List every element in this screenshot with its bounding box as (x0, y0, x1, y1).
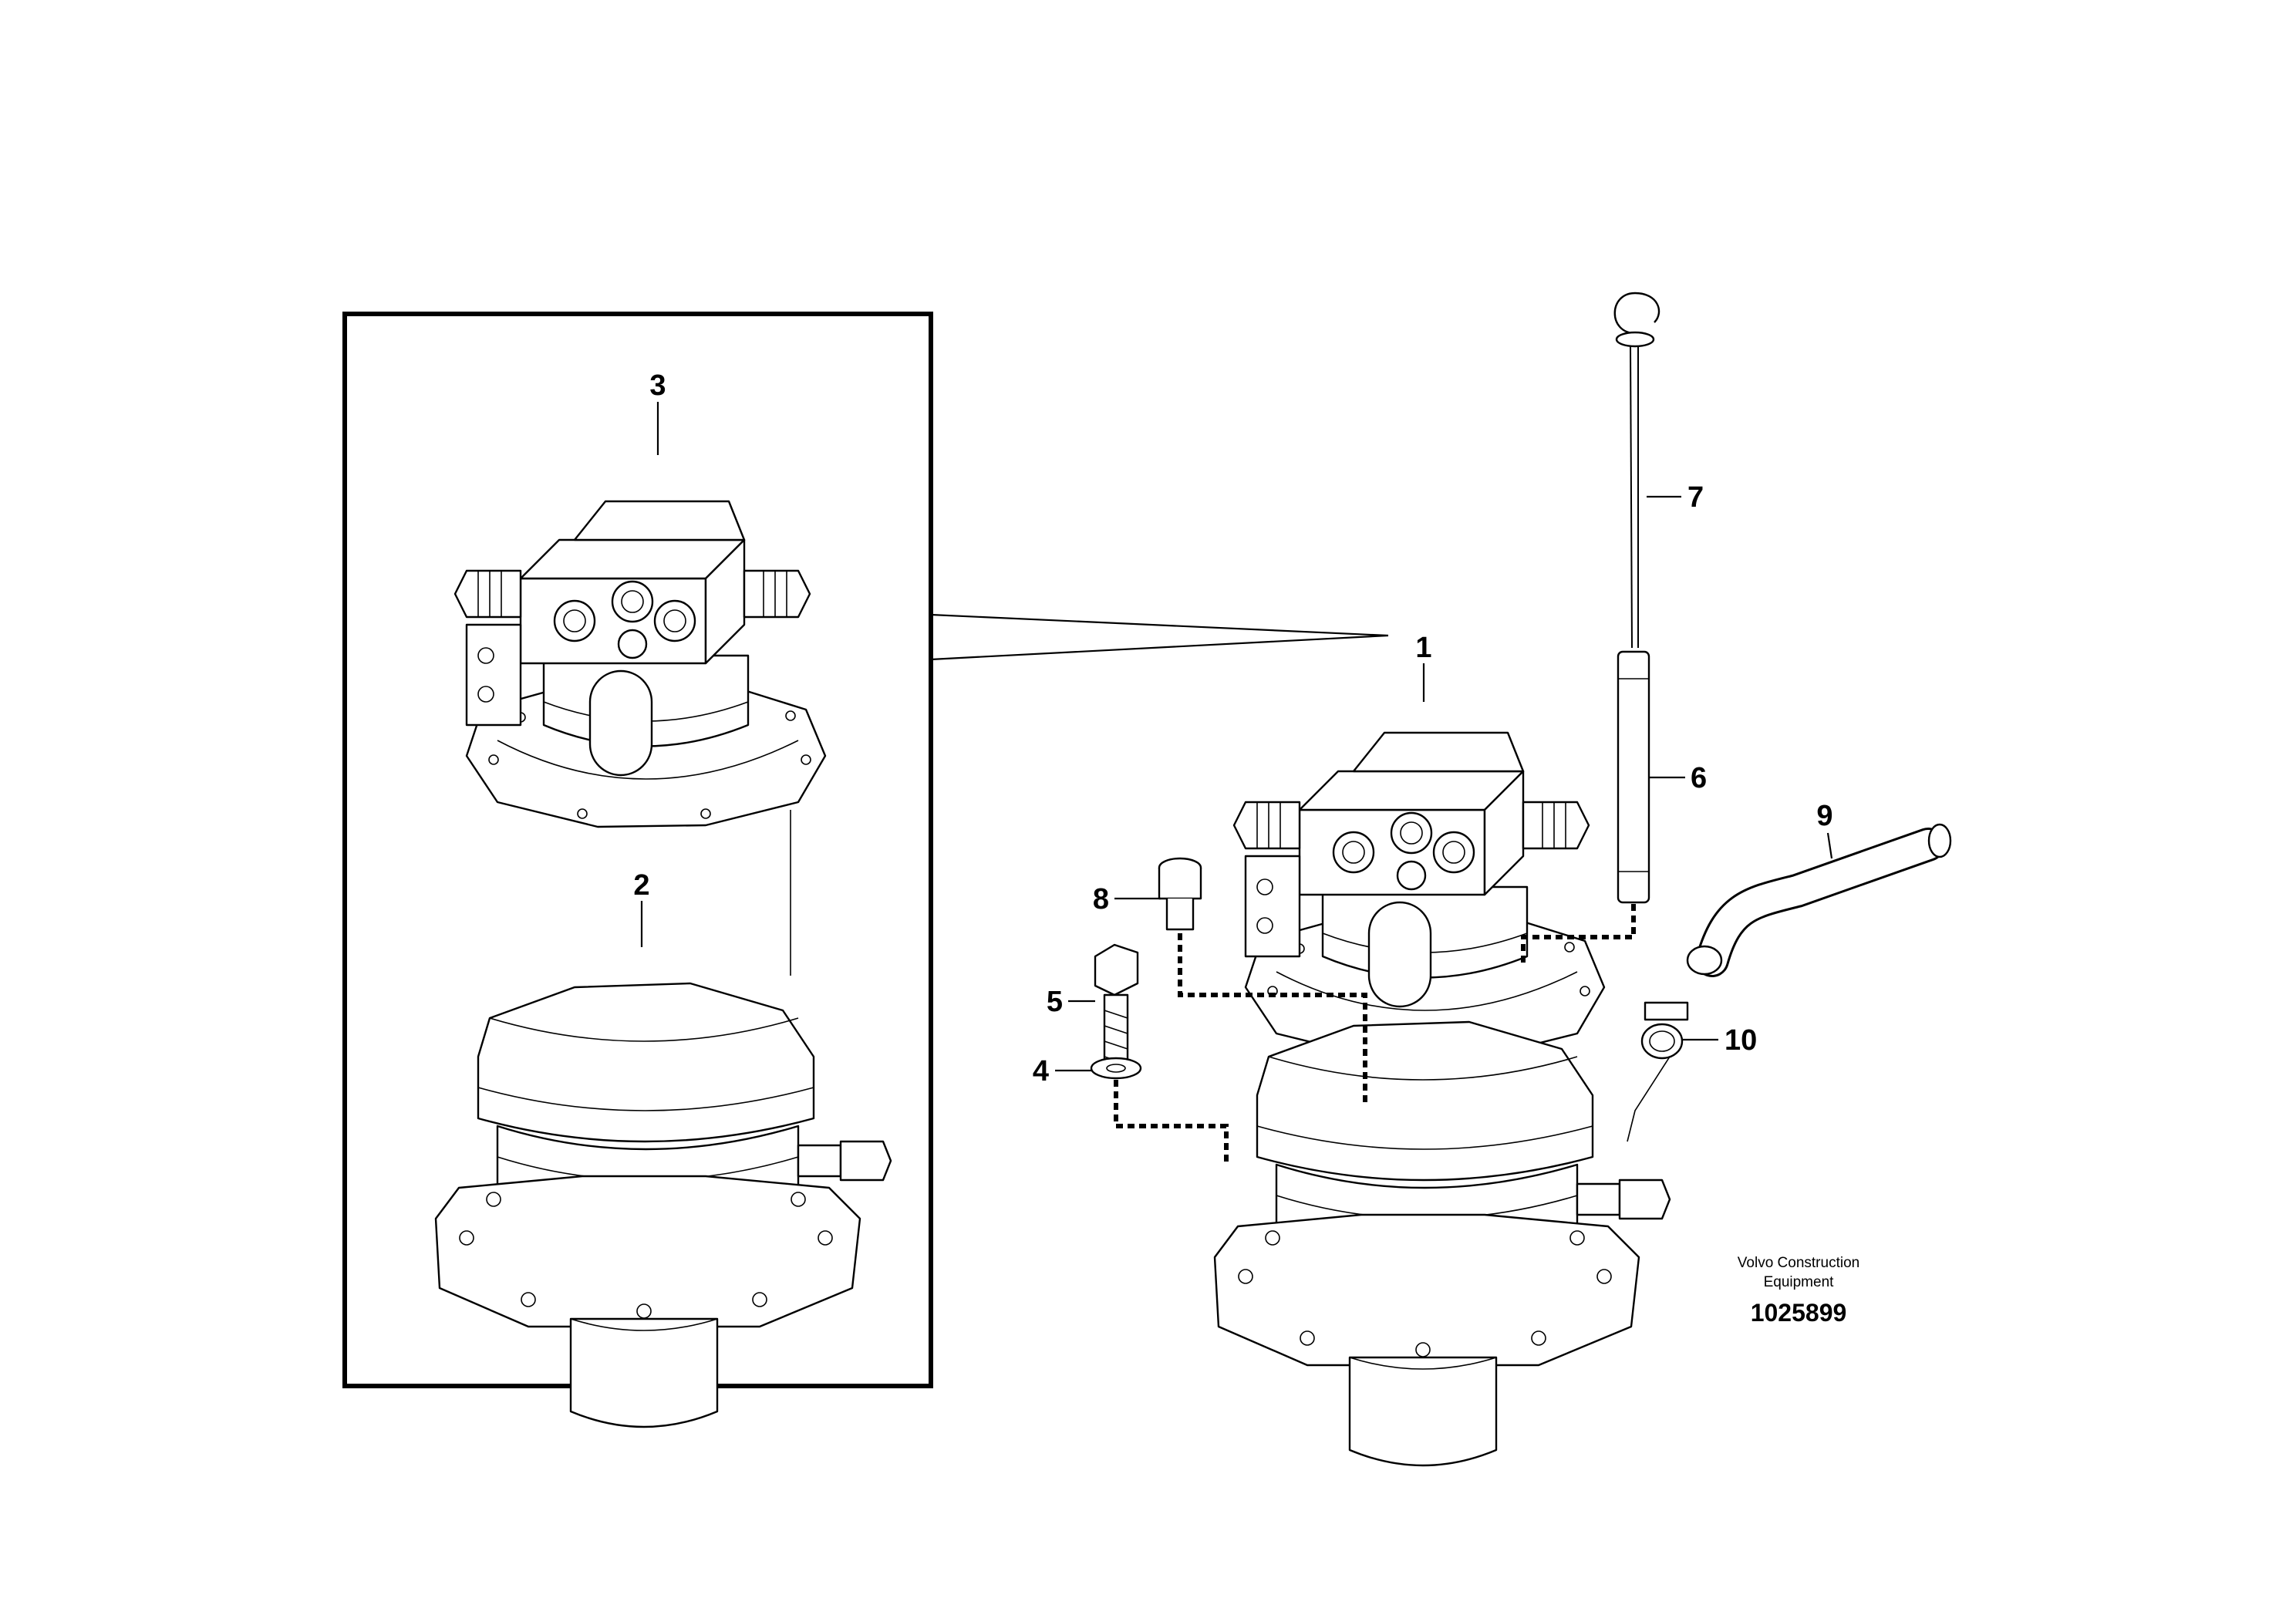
credit-line-1: Volvo Construction (1738, 1255, 1859, 1271)
callout-2: 2 (633, 869, 649, 902)
callout-8: 8 (1093, 883, 1109, 916)
callout-10: 10 (1725, 1024, 1757, 1057)
swing-motor-assembly (1213, 731, 1671, 1467)
credit-block: Volvo Construction Equipment 1025899 (1738, 1255, 1859, 1327)
callout-4: 4 (1033, 1055, 1049, 1088)
document-number: 1025899 (1751, 1299, 1847, 1327)
detail-motor-assembly (434, 500, 892, 1428)
hose-clamp (1627, 1001, 1689, 1142)
callout-5: 5 (1047, 986, 1063, 1018)
washer (1090, 1057, 1229, 1165)
callout-1: 1 (1415, 632, 1431, 664)
callout-7: 7 (1687, 481, 1704, 514)
plug (1158, 857, 1367, 1103)
dipstick-tube (1521, 650, 1650, 964)
callout-leaders (640, 402, 1833, 1072)
bolt (1094, 943, 1139, 1074)
callout-labels: 3 2 1 7 6 9 8 5 4 10 (633, 369, 1832, 1088)
dipstick (1613, 292, 1660, 649)
breather-hose (1686, 823, 1952, 977)
callout-6: 6 (1691, 762, 1707, 794)
callout-9: 9 (1816, 800, 1832, 832)
callout-3: 3 (649, 369, 666, 402)
credit-line-2: Equipment (1764, 1274, 1835, 1290)
